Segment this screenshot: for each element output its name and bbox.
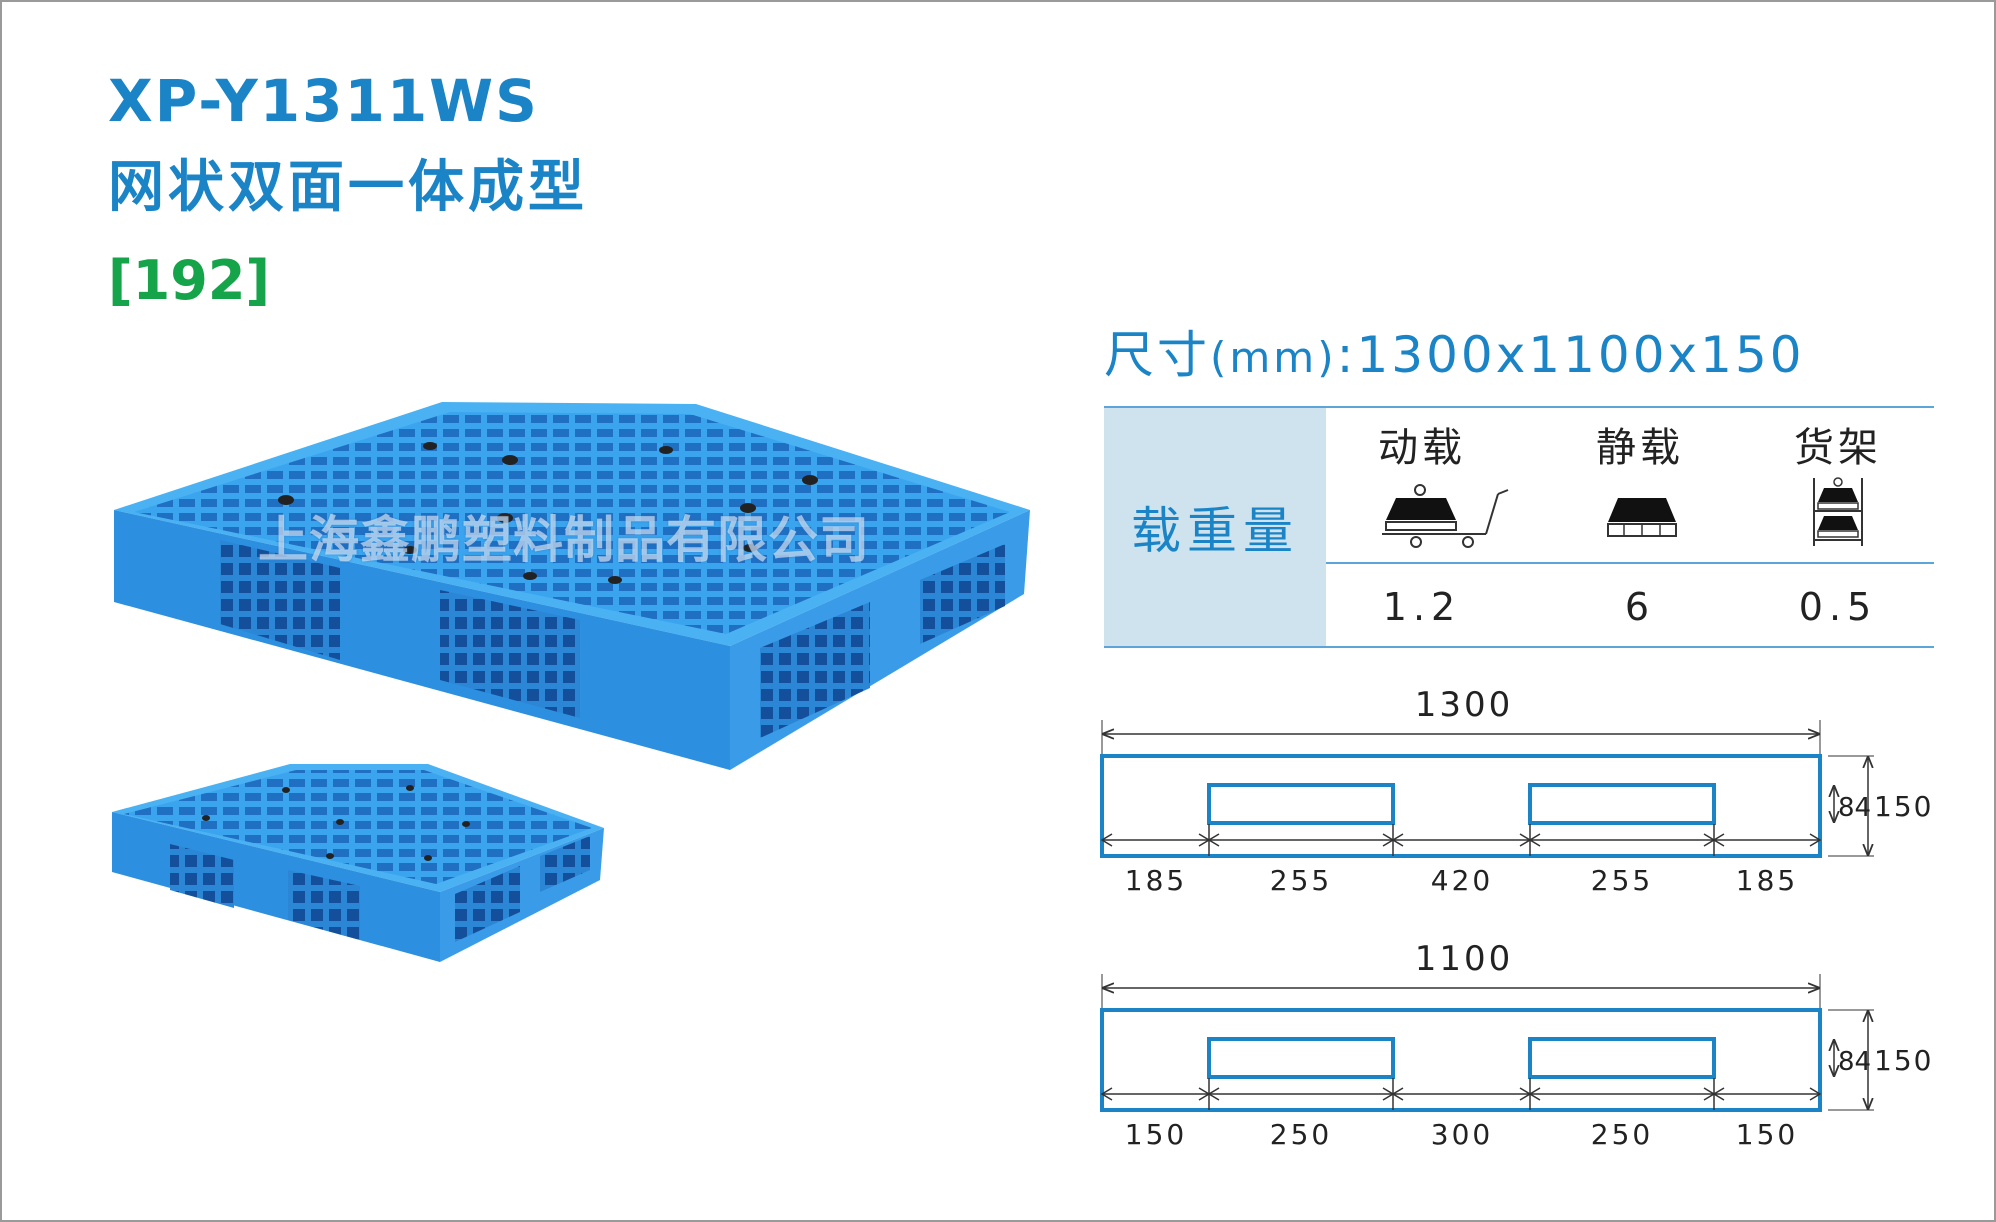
size-label: 尺寸 <box>1104 326 1210 384</box>
segment-4-label: 250 <box>1591 1118 1653 1151</box>
racking-load-icon <box>1813 477 1863 546</box>
dynamic-load-cart-icon <box>1382 484 1509 548</box>
size-value: 1300x1100x150 <box>1356 326 1805 384</box>
load-value-static: 6 <box>1624 585 1656 629</box>
load-label-racking: 货架 <box>1794 425 1882 471</box>
load-col-racking: 货架 <box>1738 428 1938 468</box>
segment-2-label: 250 <box>1270 1118 1332 1151</box>
load-table-divider <box>1326 562 1934 564</box>
segment-2-label: 255 <box>1270 864 1332 897</box>
load-value-dynamic: 1.2 <box>1382 585 1462 629</box>
load-table-header: 载重量 <box>1104 408 1326 646</box>
static-load-icon <box>1607 498 1677 537</box>
total-width-label: 1100 <box>1415 944 1514 979</box>
load-col-dynamic: 动载 <box>1322 428 1522 468</box>
product-code: [192] <box>108 249 271 312</box>
inner-height-label: 84 <box>1838 793 1871 823</box>
size-unit: (mm) <box>1210 333 1337 382</box>
dimension-diagram-length: 1300 185 255 420 255 185 84 150 <box>1100 690 1933 897</box>
size-spec: 尺寸(mm):1300x1100x150 <box>1104 330 1805 380</box>
height-label: 150 <box>1874 1044 1933 1077</box>
load-capacity-table: 载重量 动载 1.2 静载 6 货架 0.5 <box>1104 406 1934 648</box>
total-length-label: 1300 <box>1415 690 1514 725</box>
height-label: 150 <box>1874 790 1933 823</box>
product-name: 网状双面一体成型 <box>108 155 588 220</box>
load-col-static: 静载 <box>1540 428 1740 468</box>
segment-3-label: 300 <box>1431 1118 1493 1151</box>
inner-height-label: 84 <box>1838 1047 1871 1077</box>
load-value-racking: 0.5 <box>1798 585 1878 629</box>
segment-4-label: 255 <box>1591 864 1653 897</box>
segment-3-label: 420 <box>1431 864 1493 897</box>
load-label-dynamic: 动载 <box>1378 425 1466 471</box>
dimension-diagram-width: 1100 150 250 300 250 150 84 150 <box>1100 944 1933 1151</box>
size-colon: : <box>1336 326 1357 384</box>
pallet-image-large <box>114 402 1030 770</box>
product-model: XP-Y1311WS <box>108 67 539 135</box>
segment-5-label: 185 <box>1736 864 1798 897</box>
segment-5-label: 150 <box>1736 1118 1798 1151</box>
segment-1-label: 150 <box>1125 1118 1187 1151</box>
pallet-image-small <box>112 764 604 962</box>
load-label-static: 静载 <box>1596 425 1684 471</box>
segment-1-label: 185 <box>1125 864 1187 897</box>
company-watermark: 上海鑫鹏塑料制品有限公司 <box>258 511 870 569</box>
